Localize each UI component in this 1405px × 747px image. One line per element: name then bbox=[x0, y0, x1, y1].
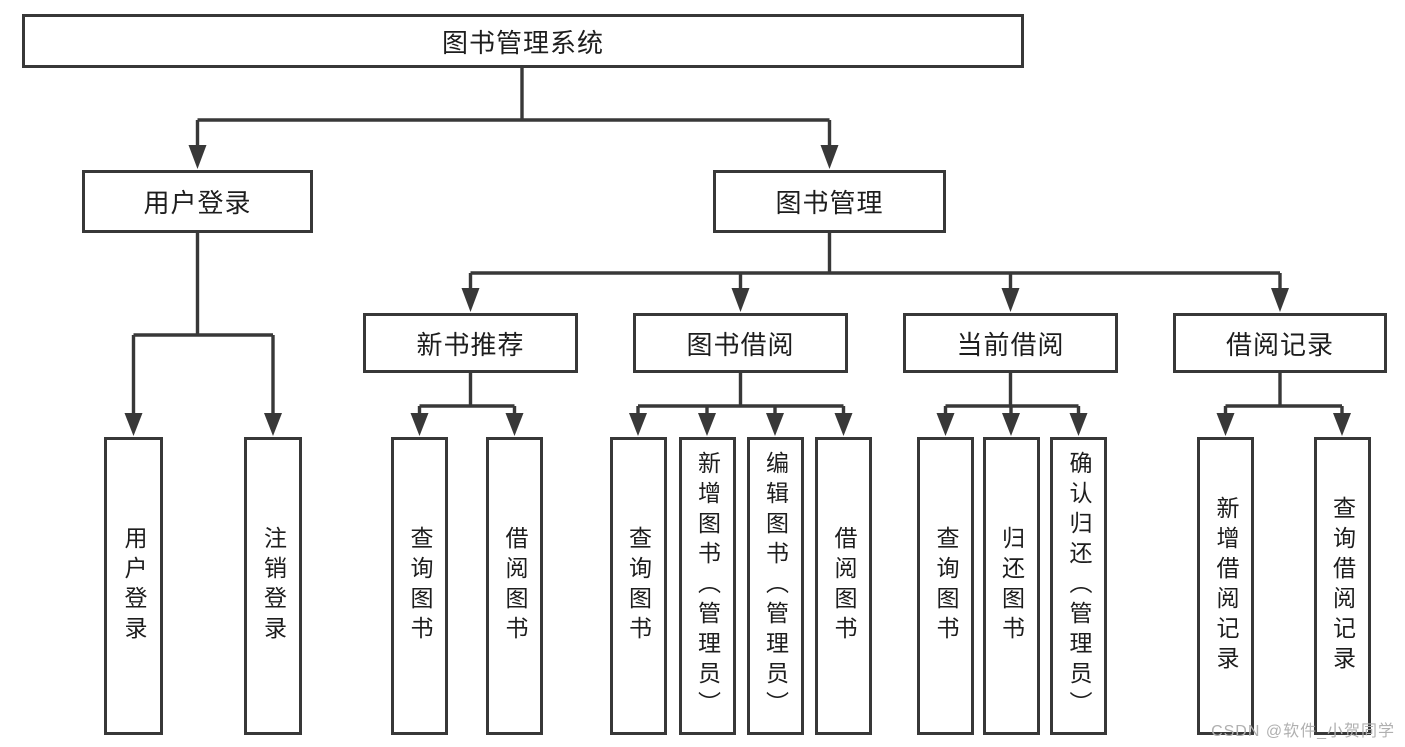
leaf-nbr-borrow-books: 借阅图书 bbox=[486, 437, 543, 735]
leaf-br-add-borrow-record-label: 新增借阅记录 bbox=[1213, 496, 1239, 676]
leaf-br-query-borrow-record-label: 查询借阅记录 bbox=[1329, 496, 1356, 676]
connector-paths bbox=[131, 68, 1344, 416]
leaf-cb-query-books-label: 查询图书 bbox=[933, 526, 959, 646]
node-borrow-records: 借阅记录 bbox=[1173, 313, 1387, 373]
arrowheads bbox=[124, 145, 1351, 436]
node-new-book-recommend: 新书推荐 bbox=[363, 313, 578, 373]
leaf-bb-query-books-label: 查询图书 bbox=[625, 526, 652, 646]
leaf-user-login-label: 用户登录 bbox=[121, 526, 147, 646]
leaf-bb-borrow-books-label: 借阅图书 bbox=[831, 526, 857, 646]
csdn-watermark: CSDN @软件_小贺同学 bbox=[1211, 723, 1395, 740]
node-user-login: 用户登录 bbox=[82, 170, 313, 233]
leaf-cb-return-books: 归还图书 bbox=[982, 437, 1040, 735]
node-book-management: 图书管理 bbox=[713, 170, 946, 233]
node-borrow-records-label: 借阅记录 bbox=[1225, 329, 1334, 360]
node-current-borrow: 当前借阅 bbox=[903, 313, 1118, 373]
node-root-system: 图书管理系统 bbox=[22, 14, 1024, 68]
leaf-br-query-borrow-record: 查询借阅记录 bbox=[1313, 437, 1371, 735]
leaf-logout-label: 注销登录 bbox=[260, 526, 287, 646]
leaf-nbr-query-books-label: 查询图书 bbox=[407, 526, 433, 646]
leaf-bb-edit-books-admin: 编辑图书（管理员） bbox=[746, 437, 804, 735]
node-root-label: 图书管理系统 bbox=[441, 27, 604, 58]
node-book-management-label: 图书管理 bbox=[775, 188, 884, 218]
leaf-cb-query-books: 查询图书 bbox=[917, 437, 974, 735]
node-current-borrow-label: 当前借阅 bbox=[956, 329, 1065, 360]
leaf-bb-add-books-admin: 新增图书（管理员） bbox=[678, 437, 736, 735]
leaf-bb-add-books-admin-label: 新增图书（管理员） bbox=[694, 451, 721, 721]
leaf-br-add-borrow-record: 新增借阅记录 bbox=[1197, 437, 1254, 735]
leaf-cb-return-books-label: 归还图书 bbox=[998, 526, 1025, 646]
node-book-borrow: 图书借阅 bbox=[633, 313, 848, 373]
node-user-login-label: 用户登录 bbox=[143, 188, 252, 218]
leaf-cb-confirm-return-admin: 确认归还（管理员） bbox=[1050, 437, 1107, 735]
leaf-logout: 注销登录 bbox=[244, 437, 302, 735]
leaf-user-login: 用户登录 bbox=[104, 437, 163, 735]
node-new-book-recommend-label: 新书推荐 bbox=[416, 329, 525, 360]
node-book-borrow-label: 图书借阅 bbox=[686, 329, 795, 360]
leaf-bb-query-books: 查询图书 bbox=[609, 437, 667, 735]
leaf-cb-confirm-return-admin-label: 确认归还（管理员） bbox=[1066, 451, 1092, 721]
leaf-nbr-borrow-books-label: 借阅图书 bbox=[502, 526, 528, 646]
leaf-bb-edit-books-admin-label: 编辑图书（管理员） bbox=[762, 451, 789, 721]
leaf-nbr-query-books: 查询图书 bbox=[391, 437, 448, 735]
leaf-bb-borrow-books: 借阅图书 bbox=[815, 437, 872, 735]
